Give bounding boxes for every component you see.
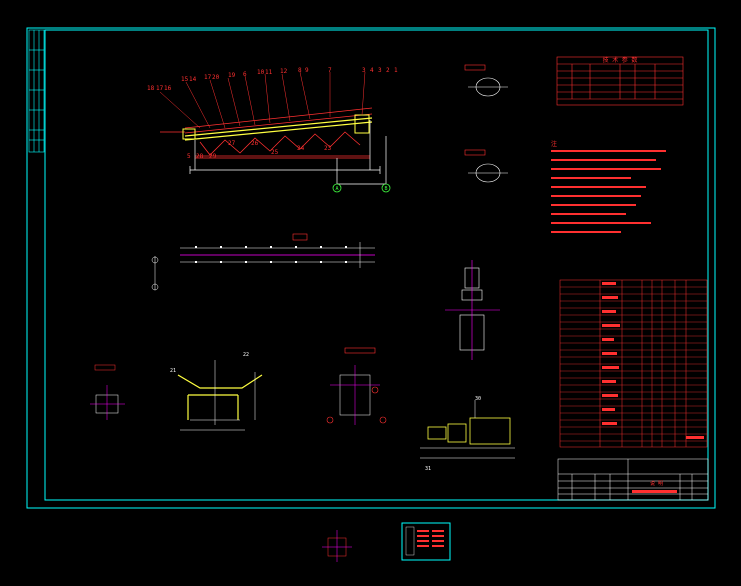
part-label-23: 23: [324, 145, 332, 152]
parts-list-text-blocks: [602, 282, 704, 439]
part-label-19: 19: [228, 72, 236, 79]
part-label-29: 29: [209, 153, 217, 160]
part-label-15: 15: [181, 76, 189, 83]
part-label-14: 14: [189, 76, 197, 83]
notes-heading: 注: [551, 140, 557, 148]
part-label-8: 8: [298, 67, 302, 74]
pulley-detail-views: [464, 64, 508, 183]
title-block-company: 说 明: [650, 480, 663, 487]
idler-section-view: 21 22: [170, 352, 263, 431]
grid-marker-b: B: [384, 186, 387, 192]
inner-frame: [44, 29, 709, 501]
tech-table-title: 技 术 参 数: [603, 56, 638, 64]
small-bracket-detail: [90, 364, 125, 420]
part-label-4: 4: [370, 67, 374, 74]
outer-frame: [26, 27, 716, 509]
part-label-11: 11: [265, 69, 273, 76]
part-label-9: 9: [305, 67, 309, 74]
part-label-3a: 3: [362, 67, 366, 74]
part-label-25: 25: [271, 149, 279, 156]
drive-top-view: [445, 260, 500, 360]
part-label-27: 27: [228, 140, 236, 147]
part-label-26: 26: [251, 140, 259, 147]
technical-notes: [551, 150, 666, 233]
drive-part-31: 31: [425, 466, 431, 472]
drive-unit-side-view: 30 31: [420, 396, 515, 472]
idler-part-22: 22: [243, 352, 249, 358]
title-block: [557, 458, 709, 501]
parts-list-table: [559, 279, 708, 448]
part-label-10: 10: [257, 69, 265, 76]
part-label-12: 12: [280, 68, 288, 75]
part-label-17-left: 17: [156, 85, 164, 92]
drive-part-30: 30: [475, 396, 481, 402]
thumbnail-sheet-right: [401, 522, 451, 561]
parts-list-rows: [560, 286, 707, 442]
part-label-17: 17: [204, 74, 212, 81]
part-label-28: 28: [196, 153, 204, 160]
conveyor-plan-view: [151, 233, 375, 291]
part-label-7: 7: [328, 67, 332, 74]
title-block-red-bar: [632, 490, 677, 493]
part-label-6: 6: [243, 71, 247, 78]
thumbnail-detail-left: [322, 530, 352, 562]
part-label-2: 2: [386, 67, 390, 74]
conveyor-elevation: [159, 71, 391, 193]
part-label-20: 20: [212, 74, 220, 81]
part-label-18: 18: [147, 85, 155, 92]
idler-part-21: 21: [170, 368, 176, 374]
bracket-detail-view: [326, 347, 387, 425]
part-label-5: 5: [187, 153, 191, 160]
left-binding-strip: [28, 29, 45, 153]
part-label-24: 24: [297, 145, 305, 152]
grid-marker-a: A: [335, 186, 338, 192]
part-label-16: 16: [164, 85, 172, 92]
tech-parameter-table: [556, 56, 684, 106]
part-label-1: 1: [394, 67, 398, 74]
part-label-3b: 3: [378, 67, 382, 74]
